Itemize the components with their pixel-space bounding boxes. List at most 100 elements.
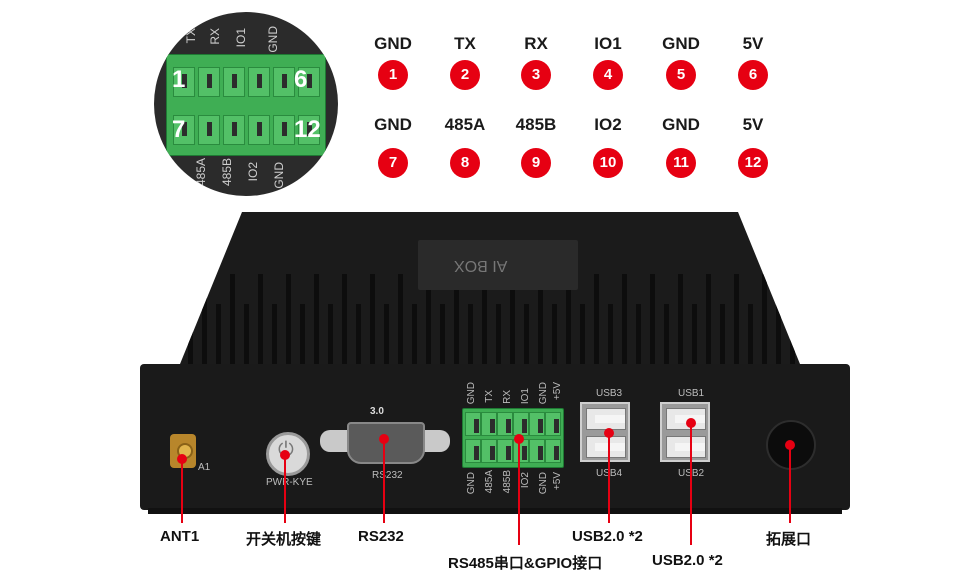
heatsink-fin (580, 304, 585, 364)
power-pointer-line (284, 455, 286, 523)
heatsink-fin (482, 274, 487, 364)
pin-3-label: RX (524, 34, 548, 53)
heatsink-fin (216, 304, 221, 364)
heatsink-fin (776, 304, 781, 364)
pin-8-label: 485A (444, 115, 486, 134)
heatsink-fin (244, 304, 249, 364)
device-top-plate: AI BOX (418, 240, 578, 290)
rs485-gpio-callout: RS485串口&GPIO接口 (448, 555, 603, 572)
heatsink-fin (230, 274, 235, 364)
inset-label-gnd-bottom: GND (272, 162, 286, 189)
heatsink-fin (552, 304, 557, 364)
heatsink-fin (440, 304, 445, 364)
pin-2-badge: 2 (450, 60, 480, 90)
heatsink-fin (426, 274, 431, 364)
inset-label-io2: IO2 (246, 162, 260, 182)
heatsink-fin (398, 274, 403, 364)
heatsink-fin (692, 304, 697, 364)
tb-bottom-label-5: GND (538, 472, 549, 495)
heatsink-fin (706, 274, 711, 364)
device-logo: AI BOX (454, 257, 508, 274)
device-base-foot (148, 508, 842, 514)
heatsink-fin (314, 274, 319, 364)
pin-8-badge: 8 (450, 148, 480, 178)
pin-3-badge: 3 (521, 60, 551, 90)
heatsink-fin (594, 274, 599, 364)
tb-bottom-label-6: +5V (552, 472, 563, 491)
inset-label-io1: IO1 (234, 28, 248, 48)
device-front-panel: A1 ⏻ PWR-KYE 3.0 RS232 GND TX RX IO1 GND… (140, 364, 850, 510)
usb-port-right-stack[interactable] (660, 402, 710, 462)
usb-left-pointer-line (608, 433, 610, 523)
rs232-port-label: RS232 (372, 470, 403, 481)
usb1-label: USB1 (678, 388, 705, 399)
rs485-pointer-line (518, 439, 520, 545)
rs232-pointer-line (383, 439, 385, 523)
tb-top-label-3: RX (502, 390, 513, 404)
tb-top-label-1: GND (466, 382, 477, 405)
expansion-port-cap[interactable] (766, 420, 816, 470)
usb-port-left-stack[interactable] (580, 402, 630, 462)
inset-label-485b: 485B (220, 158, 234, 187)
tb-top-label-2: TX (484, 390, 495, 403)
tb-bottom-label-1: GND (466, 472, 477, 495)
heatsink-fin (468, 304, 473, 364)
heatsink-fin (272, 304, 277, 364)
rs485-gpio-terminal-block[interactable] (462, 408, 564, 468)
power-button-callout: 开关机按键 (246, 531, 322, 548)
heatsink-fin (510, 274, 515, 364)
pin-7-label: GND (374, 115, 412, 134)
pin-6-label: 5V (742, 34, 764, 53)
pin-4-badge: 4 (593, 60, 623, 90)
pin-11-badge: 11 (666, 148, 696, 178)
heatsink-fin (370, 274, 375, 364)
pin-9-label: 485B (515, 115, 557, 134)
usb-right-pointer-line (690, 423, 692, 545)
usb3-label: USB3 (596, 388, 623, 399)
pin-11-label: GND (662, 115, 700, 134)
heatsink-fin (622, 274, 627, 364)
tb-top-label-6: +5V (552, 382, 563, 401)
inset-label-rx: RX (208, 28, 222, 45)
power-button-label: PWR-KYE (266, 477, 313, 488)
pin-2-label: TX (454, 34, 476, 53)
heatsink-fin (790, 274, 795, 364)
heatsink-fin (538, 274, 543, 364)
pin-12-label: 5V (742, 115, 764, 134)
pin-4-label: IO1 (594, 34, 622, 53)
heatsink-fin (720, 304, 725, 364)
antenna-port-label: A1 (198, 462, 211, 473)
inset-label-485a: 485A (194, 158, 208, 187)
pin-7-badge: 7 (378, 148, 408, 178)
tb-bottom-label-4: IO2 (520, 472, 531, 489)
tb-top-label-4: IO1 (520, 388, 531, 405)
inset-num-12: 12 (294, 116, 321, 143)
inset-label-tx: TX (184, 28, 198, 44)
tb-top-label-5: GND (538, 382, 549, 405)
heatsink-fin (384, 304, 389, 364)
heatsink-fin (636, 304, 641, 364)
heatsink-fin (258, 274, 263, 364)
heatsink-fin (734, 274, 739, 364)
heatsink-fin (748, 304, 753, 364)
pin-5-badge: 5 (666, 60, 696, 90)
inset-terminal-block (166, 54, 326, 156)
heatsink-fin (664, 304, 669, 364)
rs232-top-label: 3.0 (370, 406, 384, 417)
pin-1-badge: 1 (378, 60, 408, 90)
rs232-callout: RS232 (358, 528, 404, 545)
heatsink-fin (202, 274, 207, 364)
pin-12-badge: 12 (738, 148, 768, 178)
terminal-zoom-inset: TX RX IO1 GND 1 6 7 12 485A 485B IO2 GND (154, 12, 338, 196)
heatsink-fin (496, 304, 501, 364)
device-heatsink (180, 212, 800, 364)
usb-right-callout: USB2.0 *2 (652, 552, 723, 569)
pin-5-label: GND (662, 34, 700, 53)
heatsink-fin (524, 304, 529, 364)
heatsink-fin (188, 304, 193, 364)
heatsink-fin (566, 274, 571, 364)
heatsink-fin (328, 304, 333, 364)
heatsink-fin (342, 274, 347, 364)
tb-bottom-label-3: 485B (502, 470, 513, 494)
pin-10-badge: 10 (593, 148, 623, 178)
